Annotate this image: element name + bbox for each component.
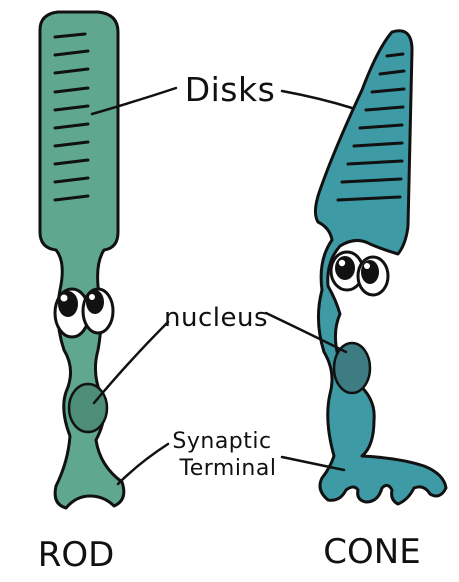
synaptic-leader-rod	[118, 444, 168, 484]
cone-eyes	[331, 252, 388, 295]
leader-lines	[92, 88, 352, 484]
cone-nucleus	[334, 343, 370, 393]
rod-eyes	[55, 289, 113, 337]
nucleus-leader-rod	[94, 322, 168, 403]
synaptic-label-line1: Synaptic	[172, 429, 271, 454]
rod-body	[40, 12, 124, 508]
nucleus-label: nucleus	[164, 303, 268, 333]
rod-cell	[40, 12, 124, 508]
cone-name-label: CONE	[323, 532, 420, 572]
disks-label: Disks	[185, 70, 276, 109]
rod-name-label: ROD	[38, 535, 115, 575]
synaptic-label-line2: Terminal	[179, 456, 277, 481]
rod-nucleus	[69, 384, 107, 432]
disks-leader-cone	[282, 91, 352, 108]
